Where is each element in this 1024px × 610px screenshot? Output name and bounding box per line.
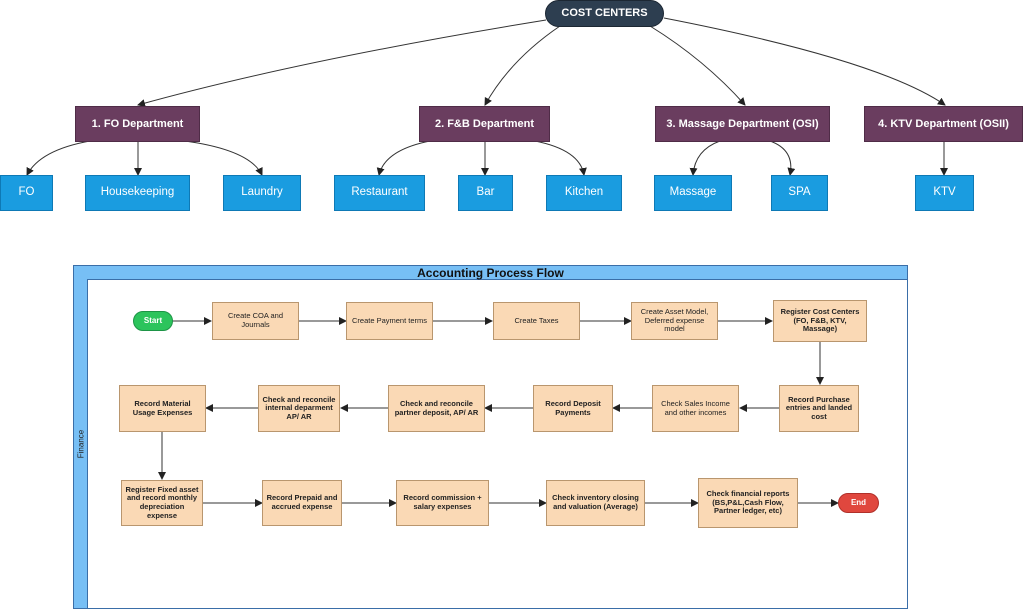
cc-bar[interactable]: Bar <box>458 175 513 211</box>
step-sales-income[interactable]: Check Sales Income and other incomes <box>652 385 739 432</box>
cc-spa[interactable]: SPA <box>771 175 828 211</box>
cc-restaurant[interactable]: Restaurant <box>334 175 425 211</box>
step-commission-salary[interactable]: Record commission + salary expenses <box>396 480 489 526</box>
step-material-usage[interactable]: Record Material Usage Expenses <box>119 385 206 432</box>
edge-root-fb <box>484 25 561 106</box>
step-internal-ap-ar[interactable]: Check and reconcile internal deparment A… <box>258 385 340 432</box>
edge-root-ktv <box>663 17 946 106</box>
flow-title: Accounting Process Flow <box>74 266 907 280</box>
lane-label: Finance <box>76 429 85 458</box>
cc-massage[interactable]: Massage <box>654 175 732 211</box>
cc-laundry[interactable]: Laundry <box>223 175 301 211</box>
step-inventory-closing[interactable]: Check inventory closing and valuation (A… <box>546 480 645 526</box>
step-payment-terms[interactable]: Create Payment terms <box>346 302 433 340</box>
edge-fo-fo <box>26 140 91 176</box>
cc-fo[interactable]: FO <box>0 175 53 211</box>
step-asset-model[interactable]: Create Asset Model, Deferred expense mod… <box>631 302 718 340</box>
step-create-coa[interactable]: Create COA and Journals <box>212 302 299 340</box>
dept-ktv[interactable]: 4. KTV Department (OSII) <box>864 106 1023 142</box>
dept-fb[interactable]: 2. F&B Department <box>419 106 550 142</box>
edge-fb-kitchen <box>534 140 587 176</box>
lane-finance: Finance <box>74 279 88 608</box>
accounting-flow-pool: Accounting Process Flow Finance <box>73 265 908 609</box>
edge-massage-massage <box>689 140 721 176</box>
step-record-purchase[interactable]: Record Purchase entries and landed cost <box>779 385 859 432</box>
step-partner-deposit[interactable]: Check and reconcile partner deposit, AP/… <box>388 385 485 432</box>
edge-fo-laundry <box>184 140 263 176</box>
dept-massage[interactable]: 3. Massage Department (OSI) <box>655 106 830 142</box>
cc-housekeeping[interactable]: Housekeeping <box>85 175 190 211</box>
end-node[interactable]: End <box>838 493 879 513</box>
start-node[interactable]: Start <box>133 311 173 331</box>
cc-kitchen[interactable]: Kitchen <box>546 175 622 211</box>
step-financial-reports[interactable]: Check financial reports (BS,P&L,Cash Flo… <box>698 478 798 528</box>
cost-centers-root[interactable]: COST CENTERS <box>545 0 664 27</box>
edge-fb-restaurant <box>376 140 431 176</box>
edge-massage-spa <box>769 140 796 176</box>
dept-fo[interactable]: 1. FO Department <box>75 106 200 142</box>
edge-root-fo <box>137 19 547 107</box>
step-fixed-asset[interactable]: Register Fixed asset and record monthly … <box>121 480 203 526</box>
step-prepaid-accrued[interactable]: Record Prepaid and accrued expense <box>262 480 342 526</box>
step-deposit-payments[interactable]: Record Deposit Payments <box>533 385 613 432</box>
step-create-taxes[interactable]: Create Taxes <box>493 302 580 340</box>
cc-ktv[interactable]: KTV <box>915 175 974 211</box>
edge-root-massage <box>649 25 746 106</box>
step-register-cost-centers[interactable]: Register Cost Centers (FO, F&B, KTV, Mas… <box>773 300 867 342</box>
